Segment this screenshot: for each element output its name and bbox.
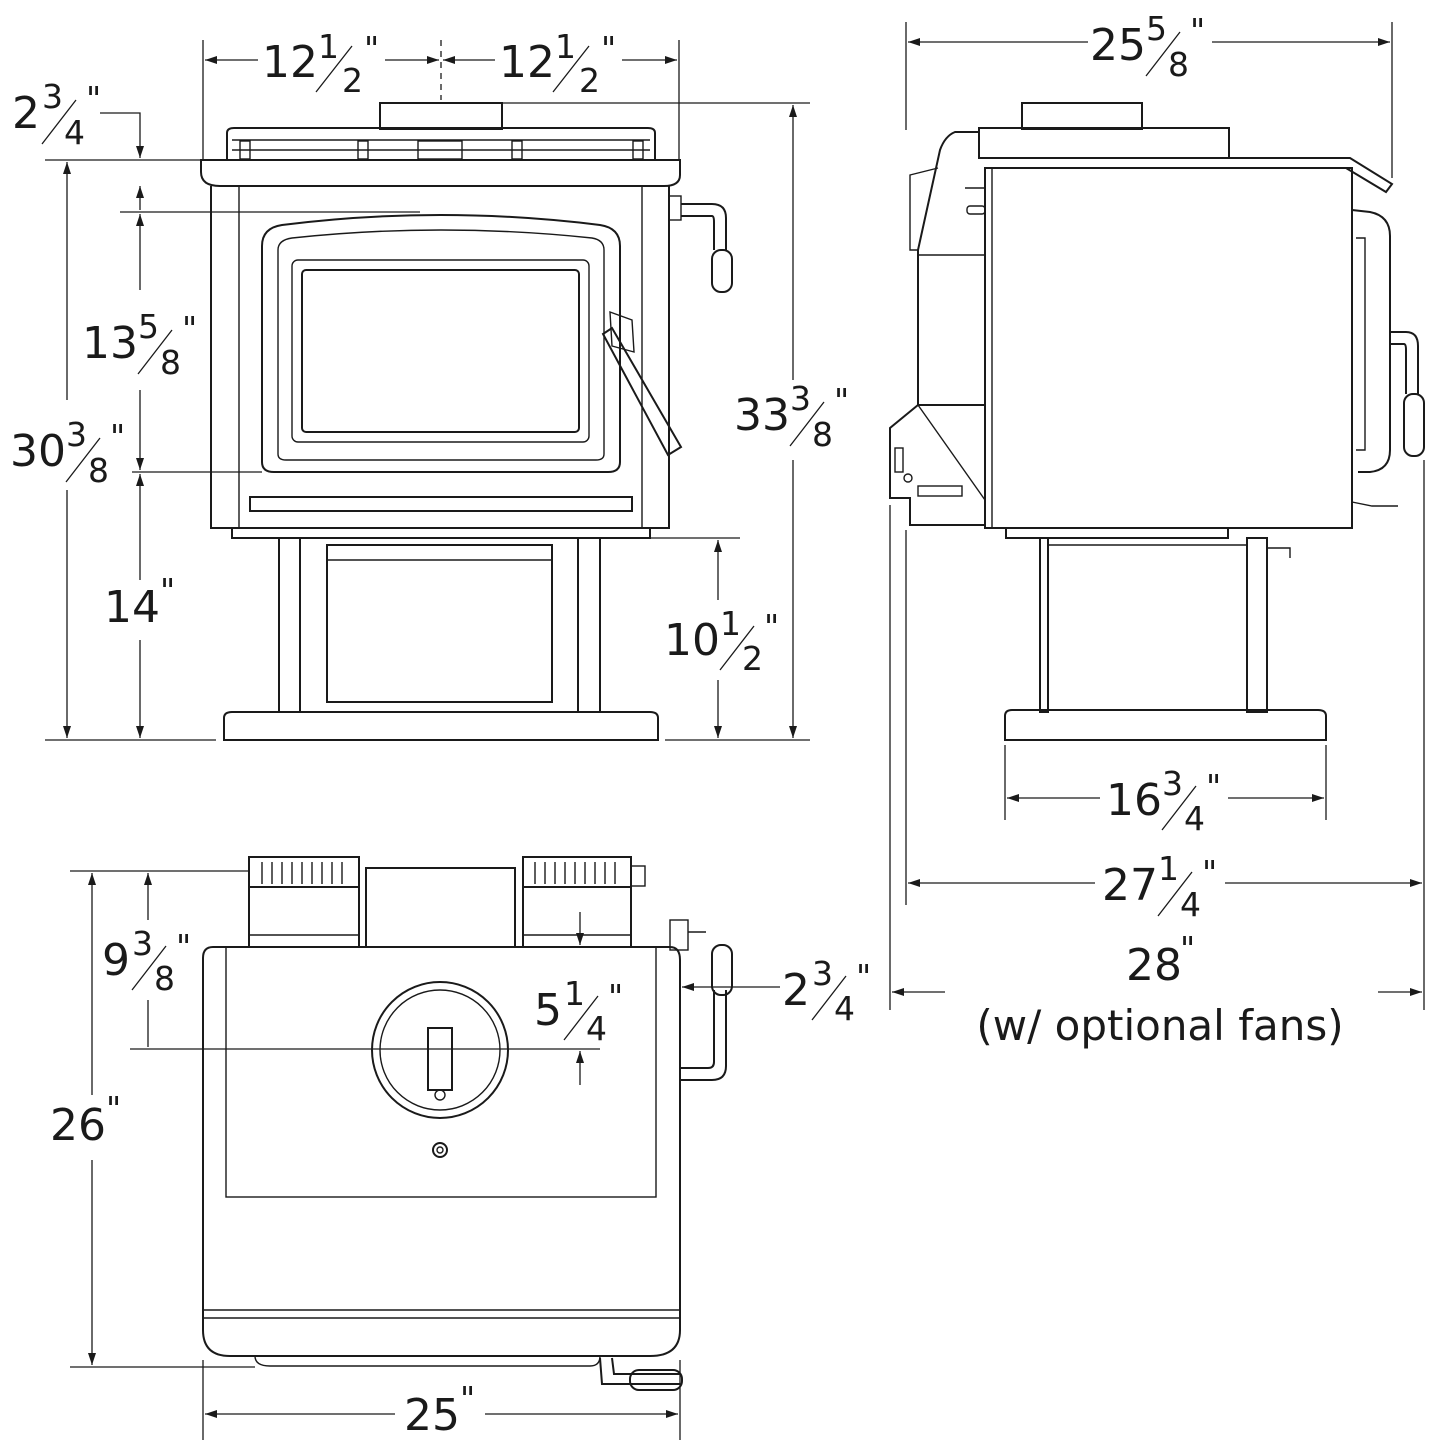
svg-text:14: 14 <box>104 582 160 633</box>
svg-text:10: 10 <box>664 615 720 666</box>
dim-2-3-4-handle: 2 3 4 " <box>782 954 871 1028</box>
svg-text:8: 8 <box>88 451 109 490</box>
svg-text:3: 3 <box>42 77 63 116</box>
dim-33-3-8: 33 3 8 " <box>732 379 854 457</box>
svg-text:": " <box>460 1379 475 1418</box>
svg-text:8: 8 <box>1168 45 1189 84</box>
svg-text:": " <box>764 607 779 646</box>
svg-text:12: 12 <box>262 37 318 88</box>
dim-27-1-4: 27 1 4 " <box>1095 849 1225 924</box>
svg-text:1: 1 <box>1158 849 1179 888</box>
svg-text:30: 30 <box>10 426 66 477</box>
svg-text:8: 8 <box>812 415 833 454</box>
svg-text:16: 16 <box>1106 775 1162 826</box>
svg-text:1: 1 <box>555 27 576 66</box>
svg-text:1: 1 <box>318 27 339 66</box>
svg-text:3: 3 <box>790 379 811 418</box>
svg-text:2: 2 <box>742 639 763 678</box>
dim-9-3-8: 9 3 8 " <box>100 922 192 998</box>
svg-text:3: 3 <box>812 954 833 993</box>
svg-text:13: 13 <box>82 318 138 369</box>
svg-text:2: 2 <box>342 61 363 100</box>
svg-text:3: 3 <box>132 924 153 963</box>
svg-text:4: 4 <box>64 113 85 152</box>
svg-text:": " <box>1190 11 1205 50</box>
svg-text:": " <box>608 977 623 1016</box>
svg-text:25: 25 <box>1090 20 1146 71</box>
plan-view <box>202 856 733 1391</box>
front-view <box>200 102 733 741</box>
dim-30-3-8: 30 3 8 " <box>8 408 132 490</box>
svg-text:5: 5 <box>138 307 159 346</box>
svg-text:": " <box>86 79 101 118</box>
dim-14: 14 " <box>100 571 182 635</box>
svg-text:26: 26 <box>50 1100 106 1151</box>
dim-5-1-4: 5 1 4 " <box>532 972 628 1048</box>
dimension-lines <box>45 22 1425 1440</box>
dim-2-3-4-top: 2 3 4 " <box>12 77 101 152</box>
dim-28-optional-fans: 28 " (w/ optional fans) <box>976 929 1343 1050</box>
svg-text:1: 1 <box>564 974 585 1013</box>
svg-text:27: 27 <box>1102 860 1158 911</box>
svg-text:(w/ optional fans): (w/ optional fans) <box>976 1001 1343 1050</box>
svg-text:28: 28 <box>1126 940 1182 991</box>
svg-text:3: 3 <box>1162 764 1183 803</box>
svg-text:": " <box>160 571 175 610</box>
svg-text:3: 3 <box>66 415 87 454</box>
svg-text:8: 8 <box>160 343 181 382</box>
svg-text:4: 4 <box>834 989 855 1028</box>
dim-12-1-2-left: 12 1 2 " <box>258 27 385 100</box>
svg-text:33: 33 <box>734 390 790 441</box>
svg-text:2: 2 <box>579 61 600 100</box>
dim-13-5-8: 13 5 8 " <box>80 300 198 382</box>
svg-text:4: 4 <box>1184 799 1205 838</box>
svg-text:": " <box>856 957 871 996</box>
svg-text:12: 12 <box>499 37 555 88</box>
svg-text:5: 5 <box>534 985 562 1036</box>
svg-text:1: 1 <box>720 604 741 643</box>
svg-text:": " <box>106 1089 121 1128</box>
svg-text:": " <box>176 927 191 966</box>
svg-text:": " <box>364 29 379 68</box>
dim-12-1-2-right: 12 1 2 " <box>495 27 622 100</box>
dim-25-5-8: 25 5 8 " <box>1088 9 1212 84</box>
svg-text:2: 2 <box>12 88 40 139</box>
svg-text:": " <box>1202 853 1217 892</box>
dim-26: 26 " <box>48 1089 134 1154</box>
dim-25: 25 " <box>395 1379 485 1442</box>
svg-text:9: 9 <box>102 935 130 986</box>
svg-text:5: 5 <box>1146 9 1167 48</box>
svg-text:": " <box>110 417 125 456</box>
svg-text:4: 4 <box>1180 885 1201 924</box>
dim-10-1-2: 10 1 2 " <box>662 604 782 678</box>
svg-text:": " <box>1180 929 1195 968</box>
svg-text:4: 4 <box>586 1009 607 1048</box>
svg-text:8: 8 <box>154 959 175 998</box>
svg-text:": " <box>834 381 849 420</box>
svg-text:": " <box>1206 767 1221 806</box>
svg-text:": " <box>182 309 197 348</box>
side-view <box>889 102 1425 741</box>
dim-16-3-4: 16 3 4 " <box>1100 764 1228 838</box>
svg-text:2: 2 <box>782 965 810 1016</box>
svg-text:25: 25 <box>404 1390 460 1441</box>
svg-text:": " <box>601 29 616 68</box>
